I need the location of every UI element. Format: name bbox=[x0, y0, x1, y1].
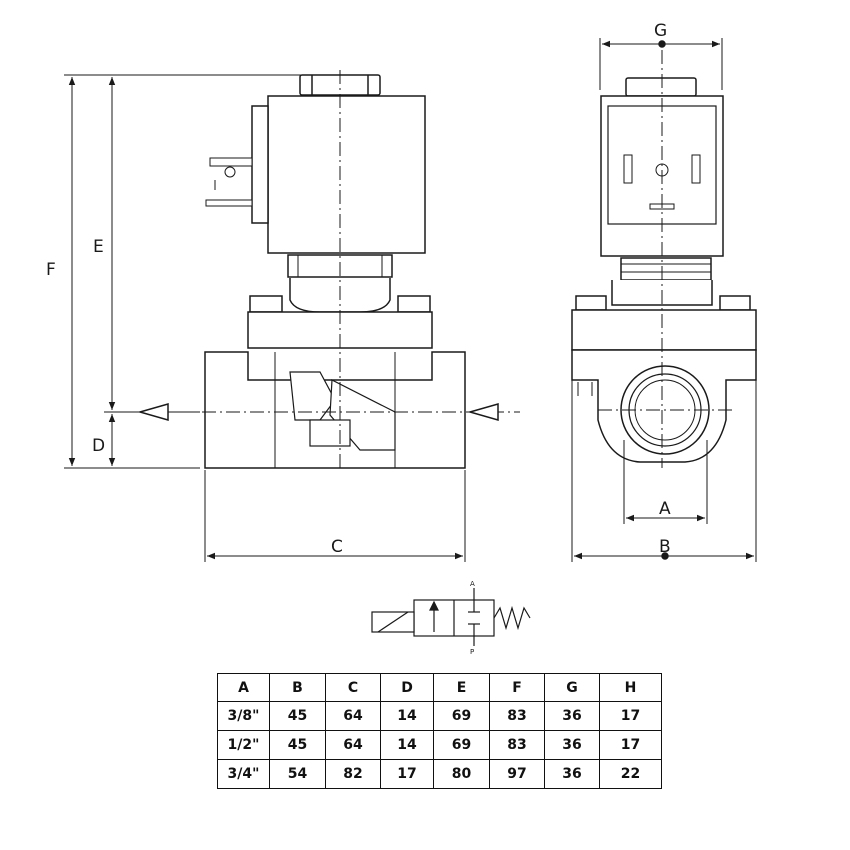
table-cell: 83 bbox=[489, 730, 545, 760]
symbol-port-p: P bbox=[470, 648, 474, 656]
table-cell: 83 bbox=[489, 701, 545, 731]
table-cell: 14 bbox=[380, 701, 434, 731]
table-row: 1/2" 45 64 14 69 83 36 17 bbox=[217, 730, 662, 760]
header-cell: F bbox=[489, 673, 545, 702]
table-cell: 17 bbox=[599, 701, 662, 731]
dim-label-f: F bbox=[46, 260, 56, 280]
table-row: 3/4" 54 82 17 80 97 36 22 bbox=[217, 759, 662, 789]
header-cell: D bbox=[380, 673, 434, 702]
table-cell: 69 bbox=[433, 701, 490, 731]
header-cell: B bbox=[269, 673, 326, 702]
table-cell: 64 bbox=[325, 730, 381, 760]
table-cell: 3/8" bbox=[217, 701, 270, 731]
header-cell: C bbox=[325, 673, 381, 702]
dim-label-b: B bbox=[659, 537, 671, 557]
table-cell: 69 bbox=[433, 730, 490, 760]
dimensions-table: A B C D E F G H 3/8" 45 64 14 69 83 36 1… bbox=[217, 673, 662, 789]
table-cell: 17 bbox=[380, 759, 434, 789]
table-cell: 45 bbox=[269, 701, 326, 731]
dim-label-e: E bbox=[93, 237, 104, 257]
table-cell: 3/4" bbox=[217, 759, 270, 789]
table-cell: 82 bbox=[325, 759, 381, 789]
table-cell: 80 bbox=[433, 759, 490, 789]
table-cell: 14 bbox=[380, 730, 434, 760]
header-cell: H bbox=[599, 673, 662, 702]
dim-label-c: C bbox=[331, 537, 343, 557]
table-cell: 64 bbox=[325, 701, 381, 731]
table-cell: 22 bbox=[599, 759, 662, 789]
table-cell: 1/2" bbox=[217, 730, 270, 760]
table-cell: 17 bbox=[599, 730, 662, 760]
header-cell: A bbox=[217, 673, 270, 702]
table-cell: 36 bbox=[544, 730, 600, 760]
side-view bbox=[571, 38, 757, 562]
table-cell: 54 bbox=[269, 759, 326, 789]
header-cell: E bbox=[433, 673, 490, 702]
header-cell: G bbox=[544, 673, 600, 702]
symbol-port-a: A bbox=[470, 580, 475, 588]
table-row: 3/8" 45 64 14 69 83 36 17 bbox=[217, 701, 662, 731]
table-cell: 97 bbox=[489, 759, 545, 789]
dim-label-d: D bbox=[92, 436, 105, 456]
dim-label-g: G bbox=[654, 21, 667, 41]
table-cell: 36 bbox=[544, 759, 600, 789]
dim-label-a: A bbox=[659, 499, 671, 519]
table-header-row: A B C D E F G H bbox=[217, 673, 662, 702]
table-cell: 45 bbox=[269, 730, 326, 760]
table-cell: 36 bbox=[544, 701, 600, 731]
valve-symbol bbox=[371, 588, 531, 646]
front-view bbox=[64, 70, 520, 562]
